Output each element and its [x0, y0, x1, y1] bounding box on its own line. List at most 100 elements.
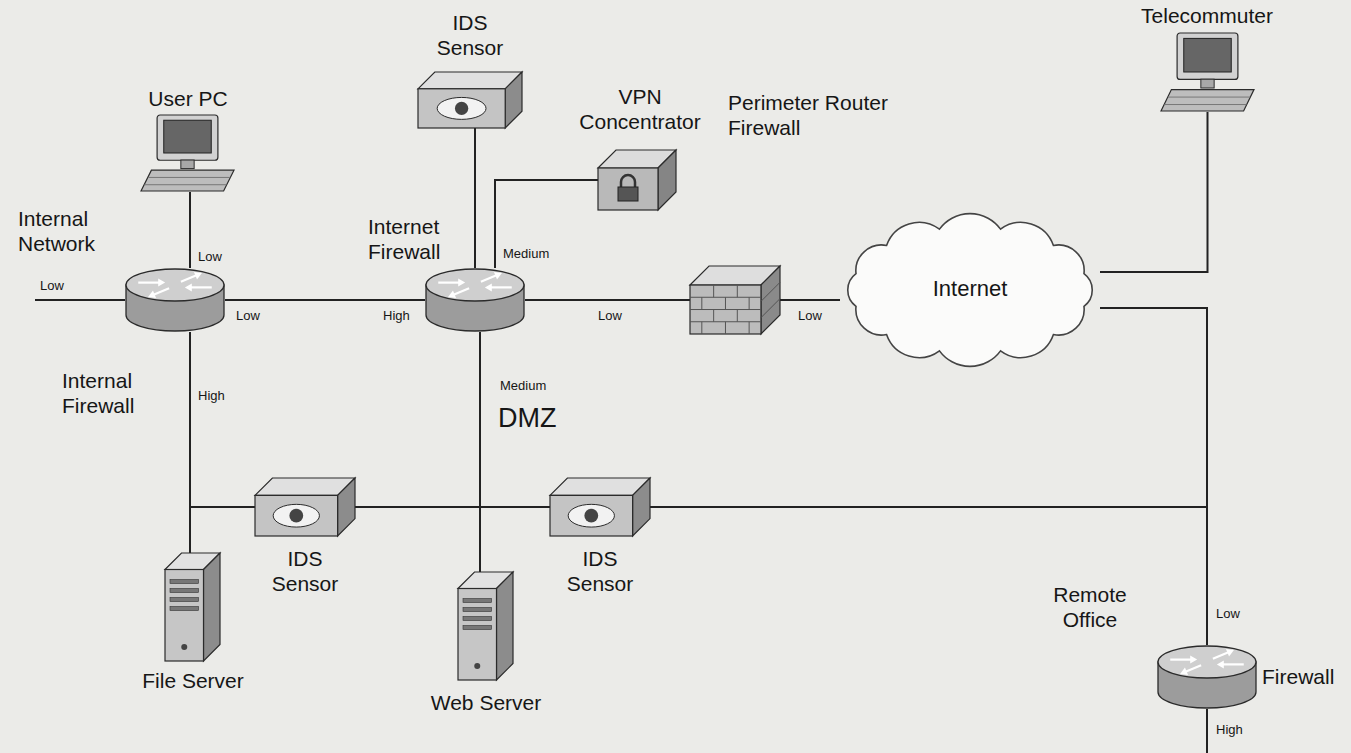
router-arrow-head [148, 291, 156, 298]
box-side [761, 266, 780, 334]
drive-slot [463, 599, 492, 603]
slab-edge [761, 282, 780, 301]
sensor-pupil [289, 509, 303, 523]
box-side [338, 478, 355, 536]
device-icon [690, 266, 780, 334]
monitor-case [157, 115, 218, 160]
router-arrow-head [1226, 649, 1234, 656]
firewall-router-node: Internal Firewall [125, 268, 225, 332]
security-level: Low [1216, 606, 1240, 622]
ids-sensor-node: IDS Sensor [550, 478, 650, 536]
ids-sensor-node: IDS Sensor [255, 478, 355, 536]
brick-joint [701, 297, 702, 309]
brick-joint [725, 322, 726, 334]
keyboard-row [144, 184, 226, 185]
node-label: File Server [142, 668, 244, 693]
router-arrow [489, 286, 512, 288]
box-front [598, 168, 658, 210]
router-arrow-head [194, 272, 202, 279]
server-node: File Server [165, 553, 220, 661]
router-arrow-head [1217, 660, 1224, 668]
box-front [550, 495, 633, 536]
security-level: Low [236, 308, 260, 324]
network-link [525, 299, 690, 301]
router-top [426, 269, 524, 301]
device-icon [140, 114, 235, 192]
keyboard-row [1168, 97, 1250, 98]
device-icon [125, 268, 225, 332]
device-icon [1160, 32, 1255, 112]
drive-slot [463, 617, 492, 621]
router-arrow-head [485, 283, 492, 291]
node-label: Perimeter Router Firewall [728, 90, 903, 140]
brick-joint [737, 310, 738, 322]
node-label: VPN Concentrator [573, 84, 708, 134]
drive-slot [170, 589, 199, 593]
perimeter-firewall-node: Perimeter Router Firewall [690, 266, 780, 334]
monitor-neck [1201, 79, 1214, 88]
firewall-router-node: Internet Firewall [425, 268, 525, 332]
network-link [189, 192, 191, 268]
cloud-outline [848, 214, 1092, 367]
node-label: Internet Firewall [368, 214, 458, 264]
internet-cloud: Internet [840, 215, 1100, 365]
drive-slot [170, 598, 199, 602]
network-link [480, 507, 550, 572]
device-icon [550, 478, 650, 536]
box-front [165, 570, 204, 662]
brick-joint [749, 297, 750, 309]
sensor-eye [273, 504, 319, 527]
security-level: High [383, 308, 410, 324]
router-arrow-head [458, 279, 465, 287]
workstation-node: Telecommuter [1160, 32, 1255, 112]
drive-slot [170, 580, 199, 584]
node-label: Firewall [1262, 664, 1334, 689]
security-level: Medium [503, 246, 549, 262]
box-front [458, 589, 497, 681]
box-front [690, 285, 761, 334]
router-arrow-head [1180, 668, 1188, 675]
router-arrow-head [494, 272, 502, 279]
network-link [495, 180, 598, 268]
monitor-case [1177, 33, 1238, 79]
brick-joint [701, 322, 702, 334]
security-level: Low [598, 308, 622, 324]
box-side [658, 150, 676, 210]
router-arrow [189, 286, 212, 288]
security-level: High [1216, 722, 1243, 738]
padlock-shackle [621, 175, 635, 187]
node-label: User PC [148, 86, 227, 111]
router-arrow-head [185, 283, 192, 291]
network-link [190, 332, 255, 507]
power-light [474, 663, 480, 669]
box-front [418, 89, 505, 128]
router-arrow-head [448, 291, 456, 298]
node-label: Web Server [431, 690, 542, 715]
keyboard [1161, 90, 1254, 111]
box-side [633, 478, 650, 536]
monitor-neck [181, 160, 194, 169]
security-level: Medium [500, 378, 546, 394]
firewall-router-node: Remote OfficeFirewall [1157, 645, 1257, 709]
brick-joint [713, 285, 714, 297]
brick-joint [749, 322, 750, 334]
ids-sensor-node: IDS Sensor [418, 72, 522, 128]
sensor-eye [568, 504, 614, 527]
slab-edge [761, 299, 780, 318]
node-label: Internal Firewall [62, 368, 157, 418]
security-level: Low [798, 308, 822, 324]
network-link [1100, 112, 1208, 272]
router-arrow [138, 282, 161, 284]
vpn-node: VPN Concentrator [598, 150, 676, 210]
keyboard [141, 170, 234, 191]
device-icon [255, 478, 355, 536]
node-label: IDS Sensor [265, 546, 345, 596]
router-arrow [1221, 663, 1244, 665]
keyboard-row [1164, 104, 1246, 105]
security-level: Low [40, 278, 64, 294]
device-icon [165, 553, 220, 661]
device-icon [458, 572, 513, 680]
device-icon [1157, 645, 1257, 709]
device-icon [418, 72, 522, 128]
